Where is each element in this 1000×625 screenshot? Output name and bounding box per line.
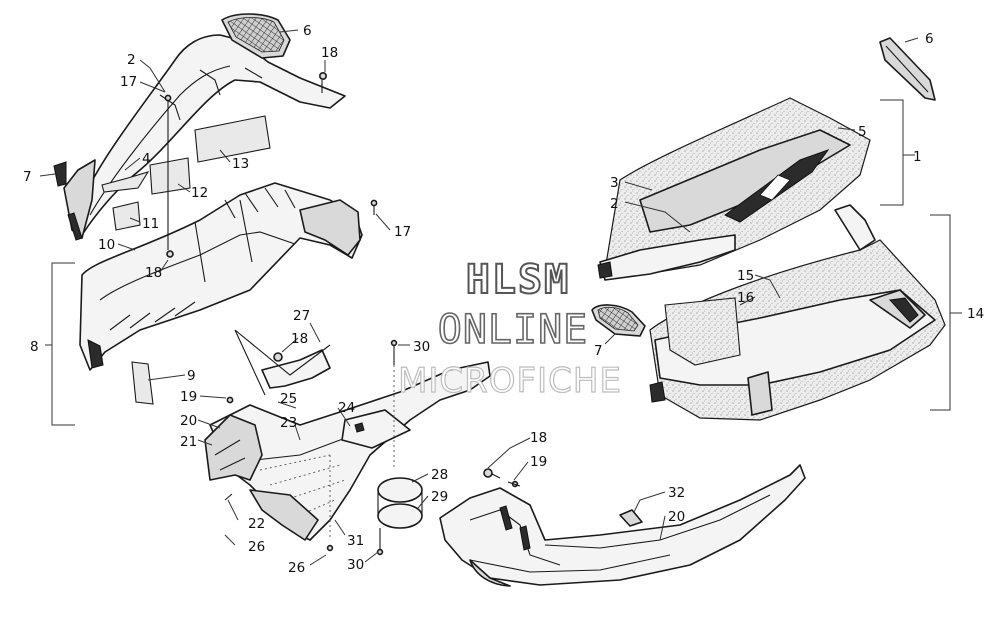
skid-plate: [439, 464, 806, 586]
decal-13: [194, 115, 271, 163]
callout-labels: 6 18 2 17 4 7 13 12 11 10 18 17 8 9 27 1…: [23, 23, 984, 576]
ring-28: [377, 477, 423, 503]
callout-6-left: 6: [303, 23, 312, 39]
callout-21: 21: [180, 434, 197, 450]
belly-pan-assembly: [204, 329, 491, 556]
watermark: HLSM ONLINE MICROFICHE: [397, 256, 622, 402]
belly-pan-flange: [249, 489, 319, 541]
watermark-line-3: MICROFICHE: [398, 361, 622, 401]
callout-17-right: 17: [394, 224, 411, 240]
callout-1: 1: [913, 149, 922, 165]
callout-29: 29: [431, 489, 448, 505]
callout-2-left: 2: [127, 52, 136, 68]
callout-13: 13: [232, 156, 249, 172]
callout-12: 12: [191, 185, 208, 201]
bracket-27: [261, 349, 331, 389]
callout-20-left: 20: [180, 413, 197, 429]
side-vent-left: [53, 161, 67, 187]
clip-32: [619, 509, 643, 527]
lower-skid-assembly: [439, 464, 806, 587]
left-hood-assembly: [53, 13, 378, 405]
hood-lower-frame: [79, 182, 363, 371]
callout-5: 5: [858, 124, 867, 140]
callout-30-bottom: 30: [347, 557, 364, 573]
callout-26-left: 26: [248, 539, 265, 555]
callout-19-right: 19: [530, 454, 547, 470]
callout-2-right: 2: [610, 196, 619, 212]
callout-8: 8: [30, 339, 39, 355]
ring-29: [377, 503, 423, 529]
callout-9: 9: [187, 368, 196, 384]
plate-24: [341, 409, 411, 449]
decal-9: [131, 361, 154, 405]
callout-17-top: 17: [120, 74, 137, 90]
right-side-panel-assembly: [45, 37, 962, 426]
callout-26-bottom: 26: [288, 560, 305, 576]
callout-20-right: 20: [668, 509, 685, 525]
callout-7-left: 7: [23, 169, 32, 185]
decal-4: [101, 171, 150, 193]
callout-11: 11: [142, 216, 159, 232]
callout-18-top: 18: [321, 45, 338, 61]
callout-15: 15: [737, 268, 754, 284]
callout-32: 32: [668, 485, 685, 501]
side-panel-stripe: [639, 129, 851, 233]
decal-11: [112, 201, 141, 231]
callout-4: 4: [142, 151, 151, 167]
callout-19-left: 19: [180, 389, 197, 405]
callout-31: 31: [347, 533, 364, 549]
callout-16: 16: [737, 290, 754, 306]
watermark-line-2: ONLINE: [438, 307, 589, 353]
callout-6-right: 6: [925, 31, 934, 47]
callout-28: 28: [431, 467, 448, 483]
side-panel-21: [204, 414, 263, 481]
callout-7-right: 7: [594, 343, 603, 359]
decal-16: [664, 297, 741, 366]
callout-3: 3: [610, 175, 619, 191]
callout-22: 22: [248, 516, 265, 532]
callout-27: 27: [293, 308, 310, 324]
callout-30-top: 30: [413, 339, 430, 355]
watermark-line-1: HLSM: [466, 257, 570, 303]
hood-side-panel: [63, 159, 96, 239]
callout-14: 14: [967, 306, 984, 322]
hood-bracket-right: [299, 199, 361, 256]
callout-18-center: 18: [291, 331, 308, 347]
callout-24: 24: [338, 400, 355, 416]
callout-18-bottom: 18: [530, 430, 547, 446]
callout-18-mid: 18: [145, 265, 162, 281]
callout-23: 23: [280, 415, 297, 431]
leader-lines: [39, 29, 919, 566]
callout-10: 10: [98, 237, 115, 253]
side-panel-lower-lip: [599, 234, 736, 281]
callout-25: 25: [280, 391, 297, 407]
